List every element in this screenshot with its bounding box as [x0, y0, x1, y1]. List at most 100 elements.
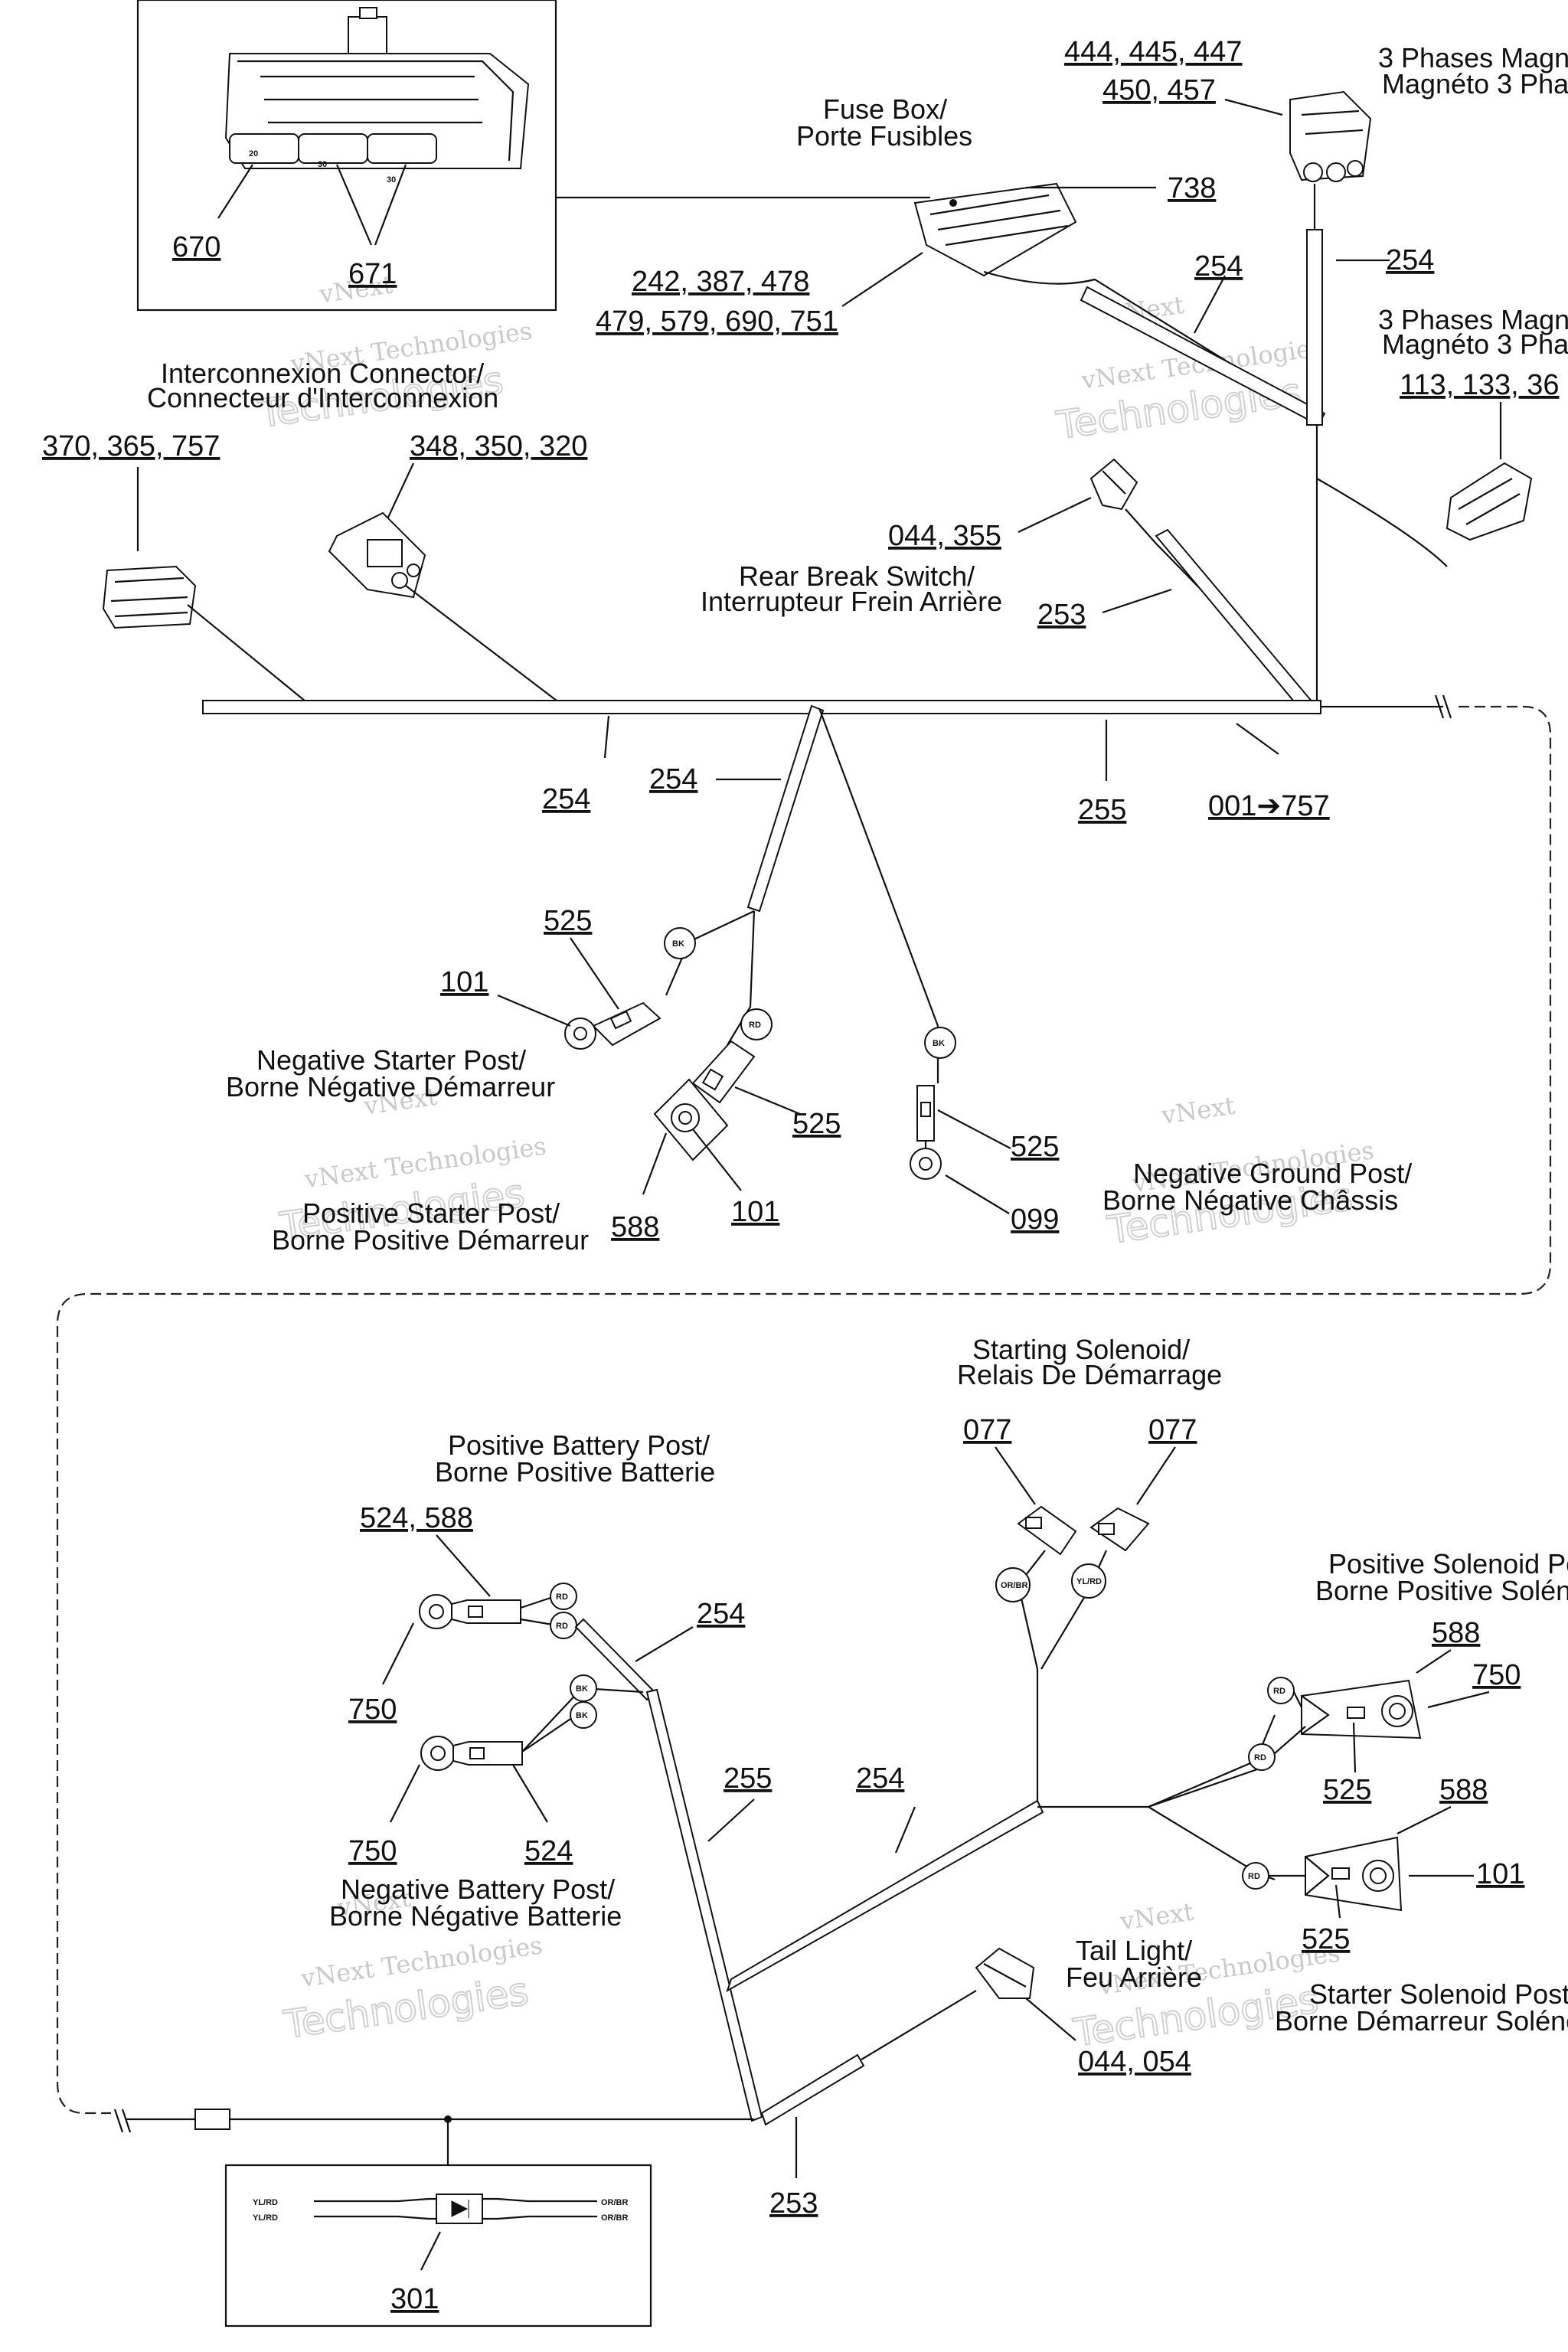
wire-tag-orbr-text: OR/BR — [601, 2213, 629, 2223]
leader-line — [995, 1446, 1036, 1505]
label-magneto-mid-2: Magnéto 3 Pha — [1382, 328, 1568, 360]
label-pos-starter-1: Positive Starter Post/ — [302, 1197, 560, 1229]
harness-253-sleeve — [1155, 528, 1315, 712]
fuse-rating: 30 — [387, 175, 396, 185]
ref-524-588: 524, 588 — [360, 1502, 473, 1534]
ref-479: 479, 579, 690, 751 — [596, 305, 838, 338]
label-magneto-top-2: Magnéto 3 Phas — [1382, 68, 1568, 100]
label-neg-starter-2: Borne Négative Démarreur — [226, 1071, 555, 1102]
wire-tag-rd — [1267, 1677, 1295, 1704]
label-solenoid-1: Starting Solenoid/ — [972, 1334, 1190, 1365]
ref-525-a: 525 — [544, 905, 592, 937]
leader-line — [436, 1534, 491, 1597]
leader-line — [512, 1764, 548, 1823]
leader-line — [1334, 1884, 1341, 1919]
watermark-line1: vNext — [1159, 1091, 1236, 1130]
label-pos-solenoid-1: Positive Solenoid Po — [1328, 1548, 1568, 1579]
label-magneto-mid-1: 3 Phases Magne — [1378, 304, 1568, 335]
diode-inset-frame — [224, 2164, 652, 2328]
harness-255-battery — [645, 1688, 763, 2122]
ref-254-branch: 254 — [649, 763, 697, 795]
wire-tag-rd-text: RD — [749, 1021, 761, 1030]
wire-tag-bk-text: BK — [576, 1684, 588, 1694]
leader-line — [937, 1109, 1011, 1149]
wire-tag-ylrd-text: YL/RD — [253, 2198, 278, 2207]
fuse-box-detail-icon: 20 30 30 — [224, 7, 530, 185]
label-neg-ground-1: Negative Ground Post/ — [1133, 1158, 1412, 1189]
wire-tag-ylrd-text: YL/RD — [253, 2213, 278, 2223]
wire-tag-bk-text: BK — [933, 1039, 945, 1048]
label-tail-light-1: Tail Light/ — [1076, 1935, 1192, 1966]
solenoid-connector-a-icon — [1017, 1505, 1077, 1556]
leader-line — [1025, 1998, 1076, 2041]
wire-tag-bk — [570, 1701, 597, 1729]
harness-wire — [1316, 478, 1448, 567]
wire-tag-bk-text: BK — [672, 939, 684, 949]
leader-line — [1136, 1446, 1176, 1505]
ref-253-top: 253 — [1037, 599, 1086, 631]
positive-solenoid-terminal-icon — [1301, 1679, 1422, 1740]
ref-254-trunk-a: 254 — [542, 783, 590, 815]
leader-line — [945, 1174, 1010, 1214]
wire-tag-rd-text: RD — [1248, 1872, 1260, 1881]
wire-tag-rd-text: RD — [1254, 1753, 1266, 1762]
leader-line — [1224, 98, 1283, 116]
ref-255-b: 255 — [724, 1762, 772, 1795]
ref-077-b: 077 — [1148, 1414, 1197, 1446]
positive-starter-terminal-icon — [653, 1040, 756, 1161]
wire-tag-orbr-text: OR/BR — [601, 2198, 629, 2207]
ref-750-c: 750 — [1472, 1659, 1521, 1691]
leader-line — [642, 1132, 668, 1195]
leader-line — [894, 1806, 916, 1854]
leader-line — [1427, 1690, 1490, 1709]
label-pos-battery-2: Borne Positive Batterie — [435, 1456, 715, 1488]
ref-253-b: 253 — [769, 2187, 818, 2220]
ref-001: 001➔757 — [1208, 790, 1330, 822]
leader-line — [692, 1129, 742, 1191]
leader-line — [217, 164, 253, 219]
watermark-line1: vNext — [1118, 1897, 1195, 1936]
negative-starter-terminal-icon — [564, 1001, 662, 1050]
leader-line — [420, 2231, 441, 2271]
leader-line — [1396, 1806, 1452, 1834]
ref-525-c: 525 — [1011, 1131, 1059, 1163]
ref-588-b: 588 — [1432, 1617, 1480, 1649]
wire-tag-rd-text: RD — [556, 1592, 568, 1602]
ref-254-c: 254 — [697, 1598, 745, 1630]
ref-101-b: 101 — [731, 1196, 779, 1228]
ref-671: 671 — [348, 258, 397, 290]
ref-750-a: 750 — [348, 1694, 397, 1726]
ref-588-a: 588 — [611, 1211, 659, 1243]
wire-tag-ylrd-text: YL/RD — [1076, 1577, 1102, 1586]
ref-450: 450, 457 — [1102, 74, 1216, 106]
solenoid-connector-b-icon — [1089, 1507, 1150, 1552]
wire-tag-bk — [664, 927, 696, 959]
wire-tag-rd — [740, 1008, 773, 1040]
harness-wire — [983, 270, 1318, 418]
ref-254-fuse: 254 — [1194, 250, 1243, 283]
ref-525-b: 525 — [792, 1108, 841, 1140]
label-interconnection-2: Connecteur d'Interconnexion — [147, 382, 498, 413]
interconnection-connector-icon — [102, 565, 197, 629]
label-interconnection-1: Interconnexion Connector/ — [161, 358, 484, 389]
wire-tag-rd-text: RD — [1273, 1687, 1285, 1696]
harness-254-diagonal — [726, 1799, 1044, 1993]
fuse-rating: 30 — [318, 160, 327, 169]
interconnect-348-connector-icon — [328, 511, 426, 599]
label-rear-brake-2: Interrupteur Frein Arrière — [701, 586, 1002, 617]
negative-battery-terminal-icon — [420, 1736, 523, 1771]
ref-525-d: 525 — [1323, 1774, 1371, 1806]
leader-line — [335, 164, 373, 246]
label-starter-solenoid-2: Borne Démarreur Soléno — [1275, 2005, 1568, 2037]
magneto-top-connector-icon — [1289, 90, 1372, 182]
label-pos-starter-2: Borne Positive Démarreur — [272, 1224, 589, 1256]
ref-738: 738 — [1168, 172, 1216, 204]
fuse-box-inset: 20 30 30 670 671 — [136, 0, 930, 312]
continuation-dashed-line — [56, 705, 1552, 2115]
wire-tag-rd — [550, 1583, 577, 1610]
ref-525-e: 525 — [1302, 1923, 1350, 1955]
ref-670: 670 — [172, 231, 220, 263]
label-starter-solenoid-1: Starter Solenoid Post — [1309, 1978, 1568, 2010]
ref-113: 113, 133, 36 — [1400, 369, 1559, 401]
ref-370: 370, 365, 757 — [42, 430, 220, 462]
